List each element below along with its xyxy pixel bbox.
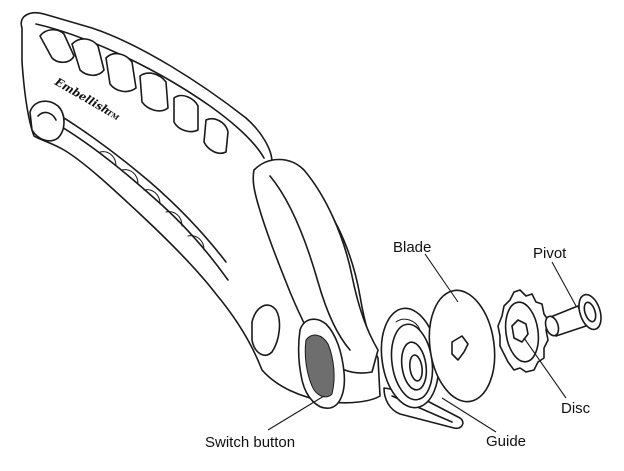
guide: [380, 307, 464, 430]
grip-ridges: [39, 28, 229, 155]
guide-leader: [441, 397, 497, 433]
blade: [428, 289, 496, 403]
switch-button-leader: [267, 395, 325, 431]
leader-lines: [267, 253, 577, 433]
switch-button: [297, 318, 346, 409]
label-guide: Guide: [486, 433, 526, 450]
label-disc: Disc: [561, 400, 591, 417]
underside-ribs: [99, 151, 205, 251]
handle: [20, 12, 381, 404]
label-pivot: Pivot: [533, 245, 567, 262]
label-blade: Blade: [393, 239, 431, 256]
pivot: [544, 293, 602, 337]
disc-leader: [523, 337, 567, 399]
label-switch-button: Switch button: [205, 434, 295, 451]
disc: [497, 289, 549, 373]
blade-leader: [424, 253, 459, 303]
pivot-leader: [551, 261, 577, 307]
